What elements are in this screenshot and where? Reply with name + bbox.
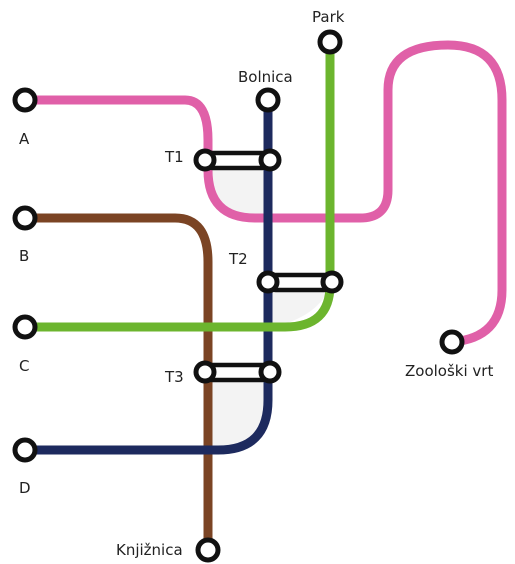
label-d: D: [19, 479, 31, 497]
stop-bolnica[interactable]: [255, 87, 281, 113]
transfer-area-t1: [205, 160, 270, 218]
label-t3: T3: [164, 368, 184, 386]
transfer-t1[interactable]: [193, 148, 282, 172]
stop-c[interactable]: [12, 314, 38, 340]
stop-a[interactable]: [12, 87, 38, 113]
stop-d[interactable]: [12, 437, 38, 463]
stop-b[interactable]: [12, 205, 38, 231]
label-t2: T2: [228, 250, 248, 268]
label-zooloski-vrt: Zoološki vrt: [405, 362, 493, 380]
line-brown: [25, 213, 213, 550]
line-navy: [25, 100, 273, 455]
label-c: C: [19, 357, 29, 375]
stop-zooloski-vrt[interactable]: [439, 329, 465, 355]
transfer-t2[interactable]: [256, 270, 344, 294]
stop-park[interactable]: [317, 29, 343, 55]
transfer-t3[interactable]: [193, 360, 282, 384]
label-a: A: [19, 130, 30, 148]
label-knjiznica: Knjižnica: [116, 541, 183, 559]
transfer-area-t2: [268, 282, 332, 328]
label-park: Park: [312, 8, 345, 26]
label-b: B: [19, 247, 29, 265]
transfer-area-t3: [207, 372, 268, 450]
label-t1: T1: [164, 148, 184, 166]
stop-knjiznica[interactable]: [195, 537, 221, 563]
label-bolnica: Bolnica: [238, 68, 293, 86]
